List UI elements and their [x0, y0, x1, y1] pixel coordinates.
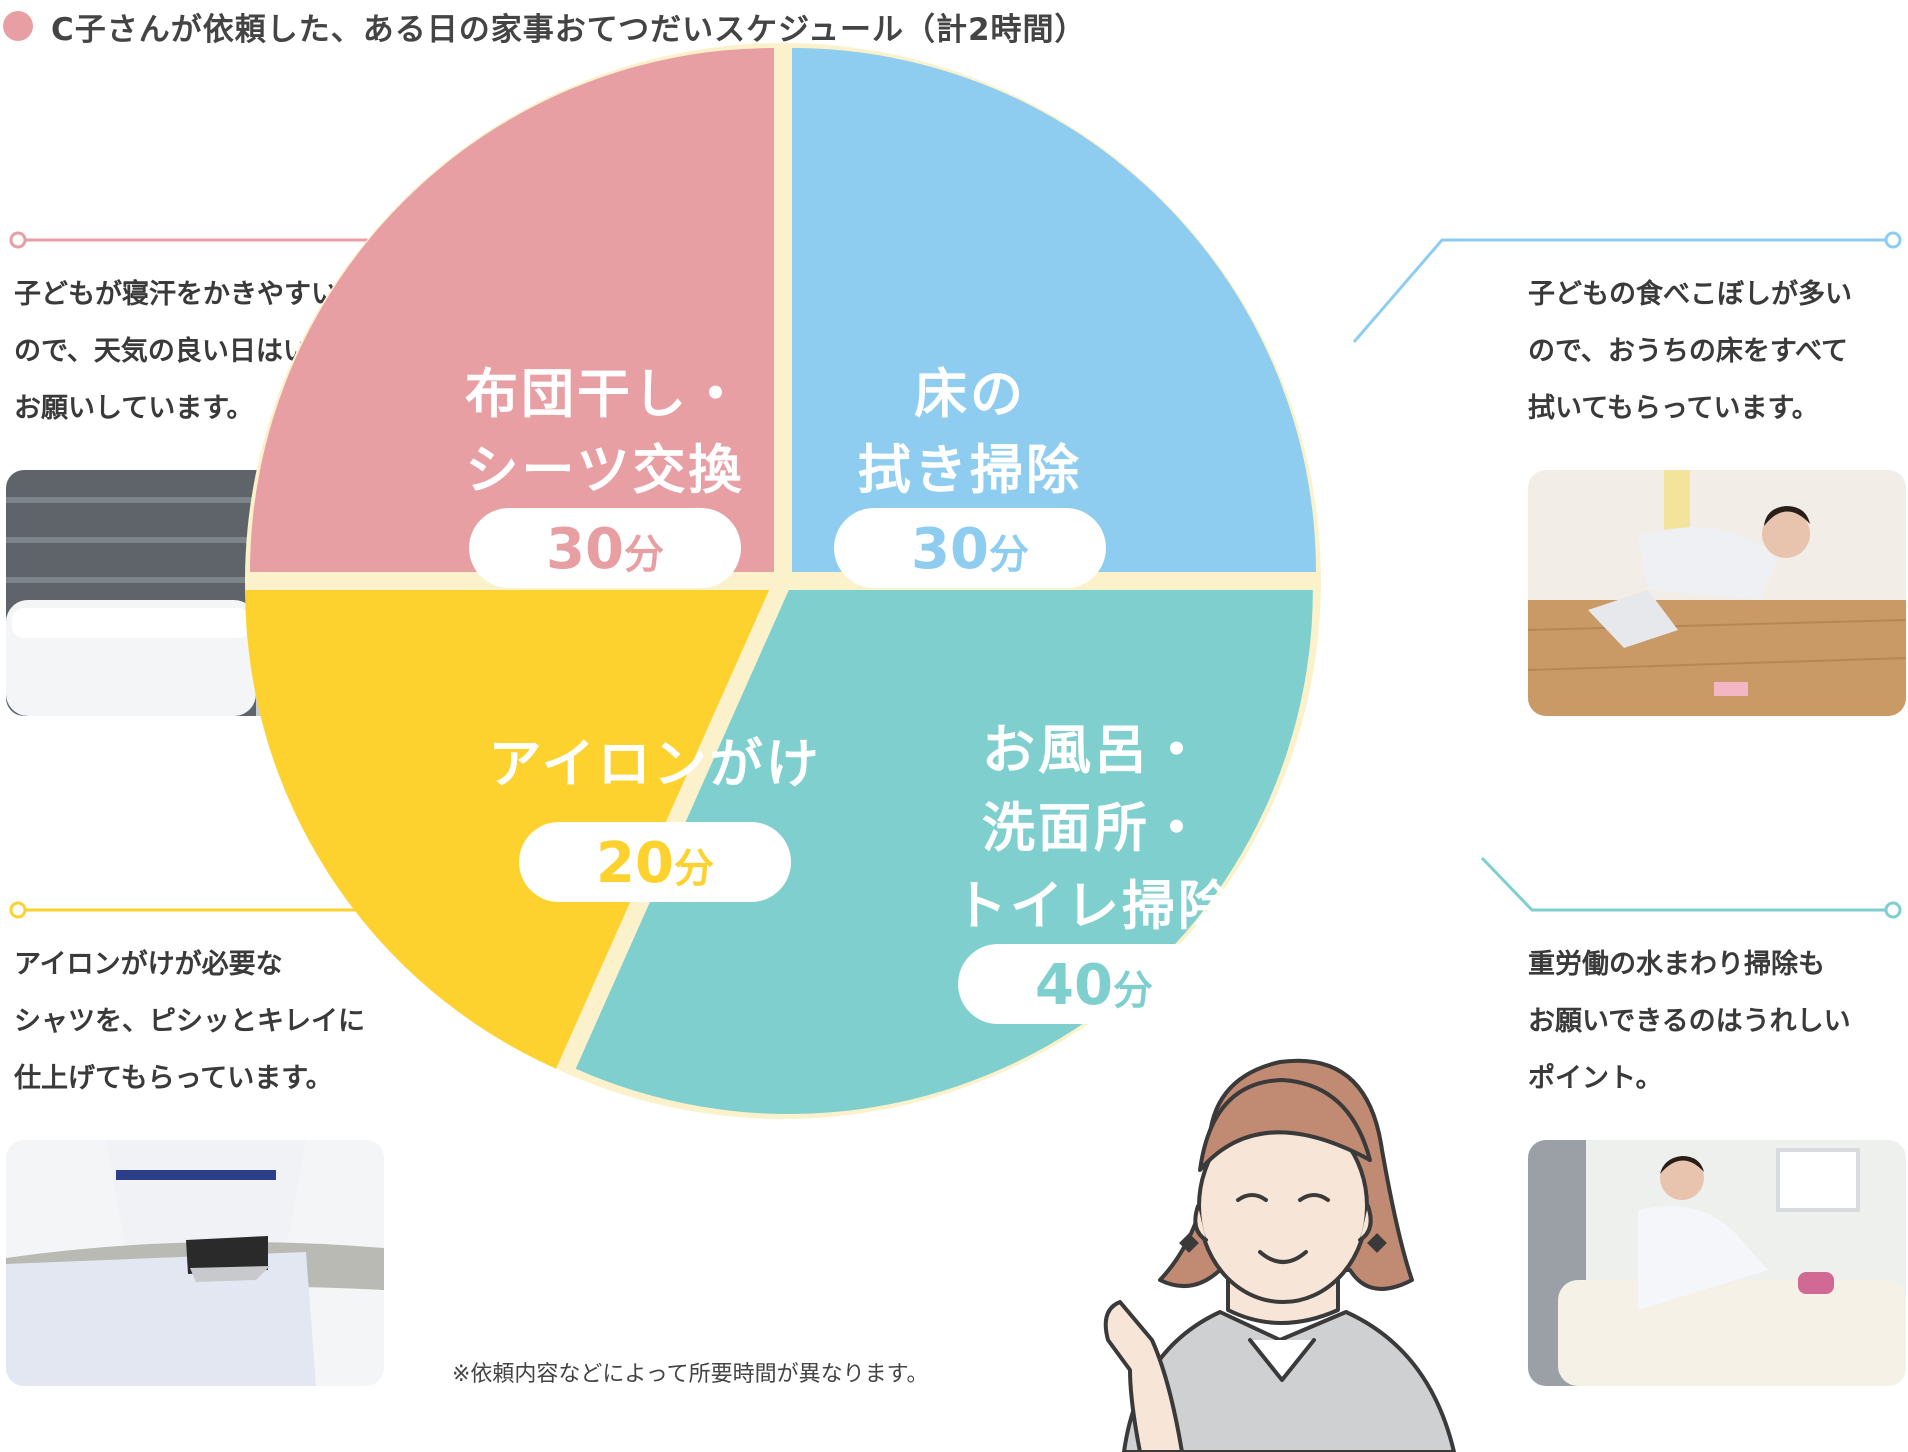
duration-pill [834, 508, 1106, 588]
slice-label: 布団干し・ [465, 364, 745, 425]
slice-label: 床の [914, 364, 1026, 425]
slice-label: トイレ掃除 [954, 876, 1234, 937]
connector-bath [1480, 856, 1902, 919]
client-illustration [1103, 1058, 1456, 1452]
slice-label: お風呂・ [982, 720, 1206, 781]
photo-floor [1528, 470, 1906, 716]
photo-iron [6, 1140, 384, 1386]
duration-pill [519, 822, 791, 902]
slice-label: 拭き掃除 [858, 440, 1082, 501]
footnote: ※依頼内容などによって所要時間が異なります。 [452, 1362, 929, 1387]
page-heading: C子さんが依頼した、ある日の家事おてつだいスケジュール（計2時間） [0, 0, 1087, 52]
duration-label: 30分 [911, 517, 1029, 582]
slice-label: アイロンがけ [488, 734, 821, 795]
heading-text: C子さんが依頼した、ある日の家事おてつだいスケジュール（計2時間） [51, 11, 1087, 48]
duration-label: 20分 [596, 831, 714, 896]
duration-pill [469, 508, 741, 588]
note-bath: 重労働の水まわり掃除も お願いできるのはうれしい ポイント。 [1528, 949, 1851, 1094]
pie-slice [250, 48, 774, 572]
note-futon: 子どもが寝汗をかきやすい ので、天気の良い日はいつも お願いしています。 [14, 279, 364, 424]
duration-label: 30分 [546, 517, 664, 582]
note-floor: 子どもの食べこぼしが多い ので、おうちの床をすべて 拭いてもらっています。 [1528, 279, 1852, 424]
duration-label: 40分 [1035, 953, 1153, 1018]
pie-slice [792, 48, 1316, 572]
photo-bath [1528, 1140, 1906, 1386]
duration-pill [958, 944, 1230, 1024]
connector-floor [1352, 231, 1902, 343]
pie-slice [245, 590, 770, 1069]
heading-dot-icon [3, 11, 33, 41]
note-iron: アイロンがけが必要な シャツを、ピシッとキレイに 仕上げてもらっています。 [14, 949, 365, 1094]
slice-label: シーツ交換 [466, 440, 745, 501]
slice-label: 洗面所・ [982, 798, 1206, 859]
